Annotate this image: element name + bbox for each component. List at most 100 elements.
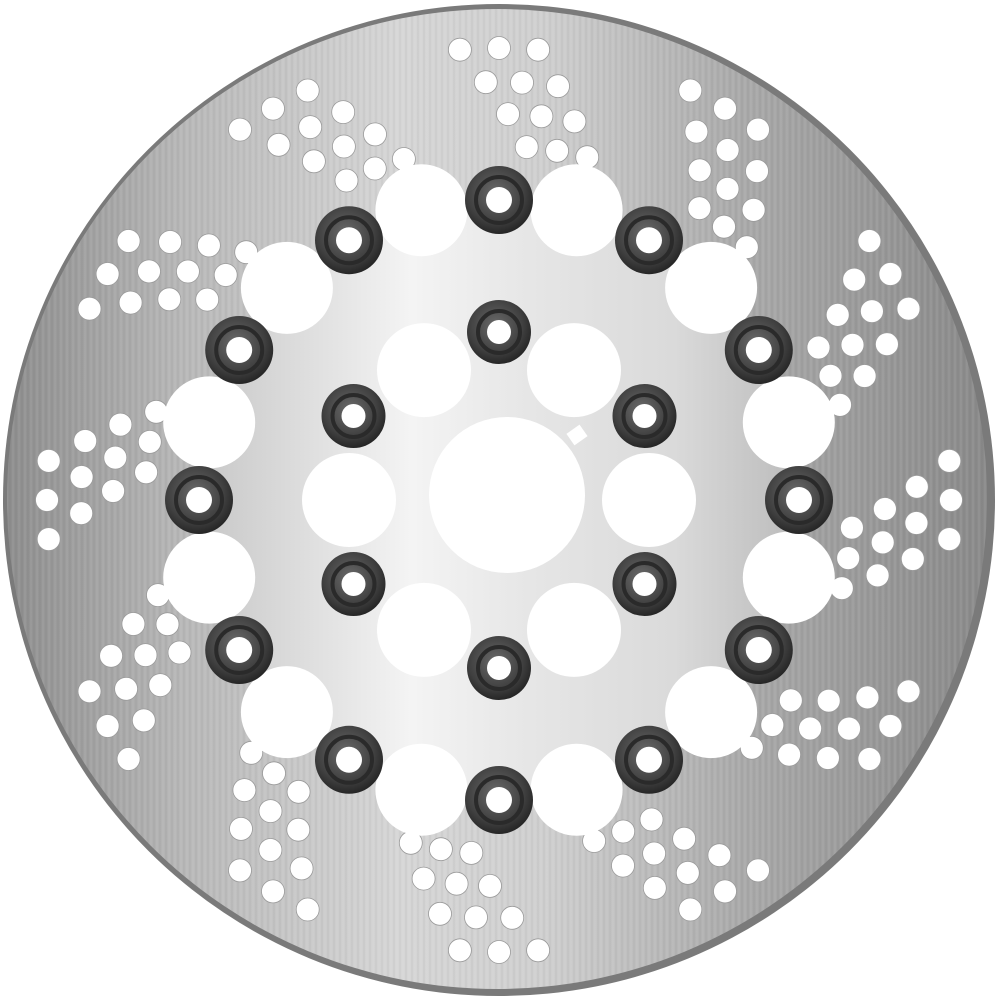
inner-bolt — [612, 384, 677, 448]
drilled-hole — [114, 676, 138, 701]
bobbin — [315, 725, 383, 794]
drilled-hole — [334, 168, 359, 193]
drilled-hole — [715, 176, 740, 201]
drilled-hole — [642, 876, 667, 900]
drilled-hole — [116, 747, 141, 771]
carrier-scallop — [240, 666, 333, 759]
drilled-hole — [428, 837, 453, 862]
drilled-hole — [258, 838, 283, 862]
bobbin — [205, 316, 274, 384]
drilled-hole — [904, 511, 929, 535]
carrier-scallop — [375, 743, 468, 836]
drilled-hole — [444, 871, 469, 896]
drilled-hole — [229, 817, 253, 841]
drilled-hole — [687, 158, 712, 183]
drilled-hole — [133, 643, 158, 667]
bobbin — [205, 616, 274, 684]
drilled-hole — [36, 448, 61, 473]
drilled-hole — [739, 735, 764, 760]
carrier-scallop — [530, 164, 623, 257]
drilled-hole — [672, 826, 696, 851]
bobbin-hole — [226, 337, 253, 363]
drilled-hole — [896, 679, 921, 704]
floating-bobbins — [165, 166, 833, 834]
bobbin-ring — [174, 475, 224, 525]
carrier-scallop — [163, 376, 256, 469]
drilled-hole — [158, 230, 183, 254]
drilled-hole — [678, 897, 703, 922]
bobbin — [724, 316, 793, 384]
drilled-hole — [103, 445, 128, 470]
bobbin-hole — [226, 637, 253, 663]
bobbin-hole — [786, 487, 812, 513]
inner-bolt-ring — [621, 561, 668, 607]
drilled-hole — [363, 122, 387, 147]
inner-bolt — [321, 552, 386, 616]
drilled-hole — [900, 547, 925, 571]
drilled-hole — [865, 563, 890, 588]
drilled-hole — [857, 747, 882, 771]
drilled-hole — [137, 429, 162, 454]
drilled-hole — [213, 263, 238, 287]
drilled-hole — [234, 240, 259, 265]
bobbin-ring — [733, 325, 784, 375]
drilled-hole — [741, 197, 766, 222]
center-hub-hole — [429, 417, 585, 573]
carrier-scallop — [163, 531, 256, 624]
drilled-hole — [875, 332, 899, 357]
drilled-hole — [939, 488, 963, 512]
drilled-hole — [258, 799, 283, 823]
drilled-hole — [148, 673, 173, 697]
drilled-hole — [878, 714, 903, 738]
bobbin-hole — [336, 227, 362, 254]
bobbin — [165, 466, 233, 534]
bobbin-hole — [745, 337, 772, 363]
drilled-hole — [99, 643, 123, 668]
drilled-hole — [678, 78, 703, 103]
drilled-hole — [745, 159, 769, 184]
drilled-hole — [715, 138, 740, 162]
drilled-hole — [687, 196, 712, 221]
drilled-hole — [108, 412, 133, 437]
drilled-hole — [878, 262, 903, 286]
drilled-hole — [545, 138, 569, 163]
carrier-scallop — [665, 241, 758, 334]
drilled-hole — [746, 117, 770, 142]
drilled-hole — [806, 335, 831, 360]
drilled-hole — [289, 856, 314, 881]
drilled-hole — [118, 290, 143, 315]
inner-bolt-ring — [330, 561, 377, 607]
inner-bolt-ring — [330, 393, 377, 439]
drilled-hole — [262, 761, 286, 786]
bobbin-hole — [186, 487, 212, 513]
drilled-hole — [713, 96, 737, 121]
drilled-hole — [447, 938, 472, 963]
lightening-hole — [302, 453, 396, 547]
drilled-hole — [840, 515, 864, 540]
drilled-hole — [514, 135, 539, 160]
drilled-hole — [261, 96, 285, 121]
drilled-hole — [228, 117, 252, 142]
drilled-hole — [261, 879, 285, 904]
bobbin-hole — [486, 187, 512, 213]
drilled-hole — [131, 708, 156, 733]
lightening-hole — [377, 323, 471, 418]
drilled-hole — [239, 740, 264, 765]
lightening-hole — [602, 453, 696, 547]
drilled-hole — [77, 679, 102, 704]
drilled-hole — [873, 497, 897, 521]
drilled-hole — [818, 363, 843, 388]
drilled-hole — [295, 78, 320, 103]
drilled-hole — [167, 640, 192, 665]
drilled-hole — [195, 287, 220, 312]
inner-bolt-hole — [487, 656, 511, 680]
carrier-scallop — [742, 376, 835, 469]
drilled-hole — [134, 460, 159, 485]
drilled-hole — [760, 713, 785, 737]
bobbin-hole — [486, 787, 512, 813]
bobbin-ring — [624, 215, 674, 266]
drilled-hole — [611, 819, 636, 844]
bobbin-ring — [324, 215, 374, 266]
